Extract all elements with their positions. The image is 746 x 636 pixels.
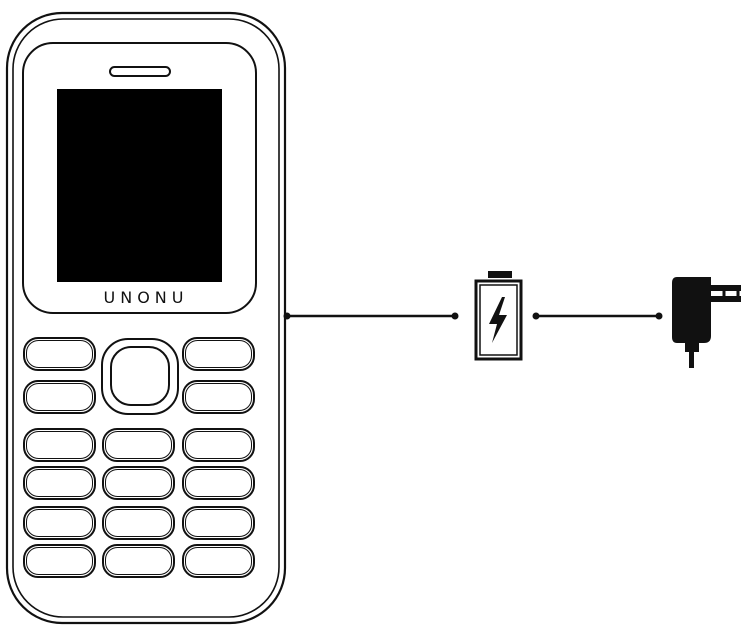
- nav-key-outer[interactable]: [101, 338, 179, 415]
- phone-body-inner: [12, 18, 280, 618]
- keypad-key-r2-c2-inner: [105, 469, 172, 497]
- right-side-key-2-inner: [185, 383, 252, 411]
- keypad-key-r2-c2[interactable]: [102, 466, 175, 500]
- keypad: [23, 337, 255, 578]
- keypad-key-r1-c2[interactable]: [102, 428, 175, 462]
- keypad-key-r4-c1-inner: [26, 547, 93, 575]
- keypad-key-r2-c3[interactable]: [182, 466, 255, 500]
- keypad-key-r1-c1[interactable]: [23, 428, 96, 462]
- keypad-key-r4-c2-inner: [105, 547, 172, 575]
- left-side-key-1[interactable]: [23, 337, 96, 371]
- keypad-key-r2-c3-inner: [185, 469, 252, 497]
- keypad-key-r3-c3[interactable]: [182, 506, 255, 540]
- keypad-key-r4-c3[interactable]: [182, 544, 255, 578]
- keypad-key-r3-c2-inner: [105, 509, 172, 537]
- keypad-key-r2-c1[interactable]: [23, 466, 96, 500]
- right-side-key-1[interactable]: [182, 337, 255, 371]
- screen-bezel: [22, 42, 257, 314]
- keypad-key-r3-c2[interactable]: [102, 506, 175, 540]
- keypad-key-r4-c2[interactable]: [102, 544, 175, 578]
- keypad-key-r1-c3[interactable]: [182, 428, 255, 462]
- earpiece-speaker: [109, 66, 171, 77]
- left-side-key-2-inner: [26, 383, 93, 411]
- keypad-key-r3-c1-inner: [26, 509, 93, 537]
- connector-battery-adapter: [532, 312, 663, 320]
- left-side-key-2[interactable]: [23, 380, 96, 414]
- keypad-key-r4-c1[interactable]: [23, 544, 96, 578]
- phone-display: [57, 89, 222, 282]
- right-side-key-1-inner: [185, 340, 252, 368]
- keypad-key-r1-c2-inner: [105, 431, 172, 459]
- wall-charger-icon: [672, 277, 741, 368]
- right-side-key-2[interactable]: [182, 380, 255, 414]
- brand-logo: UNONU: [104, 288, 189, 307]
- keypad-key-r3-c1[interactable]: [23, 506, 96, 540]
- battery-charging-icon: [474, 271, 523, 361]
- connector-phone-battery: [283, 312, 459, 320]
- keypad-key-r3-c3-inner: [185, 509, 252, 537]
- keypad-key-r4-c3-inner: [185, 547, 252, 575]
- keypad-key-r1-c3-inner: [185, 431, 252, 459]
- feature-phone: UNONU: [5, 11, 287, 625]
- keypad-key-r1-c1-inner: [26, 431, 93, 459]
- nav-key-center[interactable]: [110, 346, 170, 406]
- left-side-key-1-inner: [26, 340, 93, 368]
- keypad-key-r2-c1-inner: [26, 469, 93, 497]
